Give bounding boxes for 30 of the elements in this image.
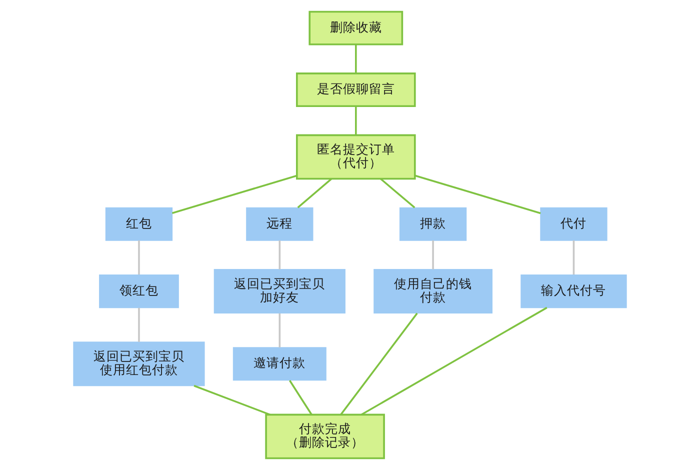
node-box: 输入代付号 [520, 274, 627, 308]
connector [572, 240, 575, 275]
node-box: 返回已买到宝贝加好友 [214, 269, 346, 314]
connector [340, 312, 418, 416]
node-box: 删除收藏 [308, 10, 404, 46]
node-box: 邀请付款 [232, 347, 326, 381]
connector [355, 44, 357, 74]
node-box: 是否假聊留言 [296, 72, 416, 108]
connector [278, 240, 281, 270]
connector [414, 174, 541, 214]
node-box: 押款 [399, 207, 467, 241]
connector [360, 306, 548, 416]
node-box: 匿名提交订单（代付） [296, 134, 416, 180]
connector [432, 240, 434, 270]
connector [288, 380, 312, 416]
node-box: 使用自己的钱付款 [374, 269, 492, 314]
connector [172, 174, 297, 214]
node-box: 代付 [540, 207, 608, 241]
node-box: 领红包 [99, 274, 179, 308]
connector [278, 313, 281, 348]
node-box: 返回已买到宝贝使用红包付款 [73, 342, 205, 386]
node-box: 远程 [246, 207, 314, 241]
connector [297, 178, 332, 208]
node-box: 付款完成（删除记录） [265, 414, 385, 460]
connector [138, 308, 140, 342]
connector [194, 384, 270, 416]
node-box: 红包 [105, 207, 173, 241]
connector [355, 106, 357, 135]
connector [138, 240, 140, 275]
connector [380, 178, 416, 208]
